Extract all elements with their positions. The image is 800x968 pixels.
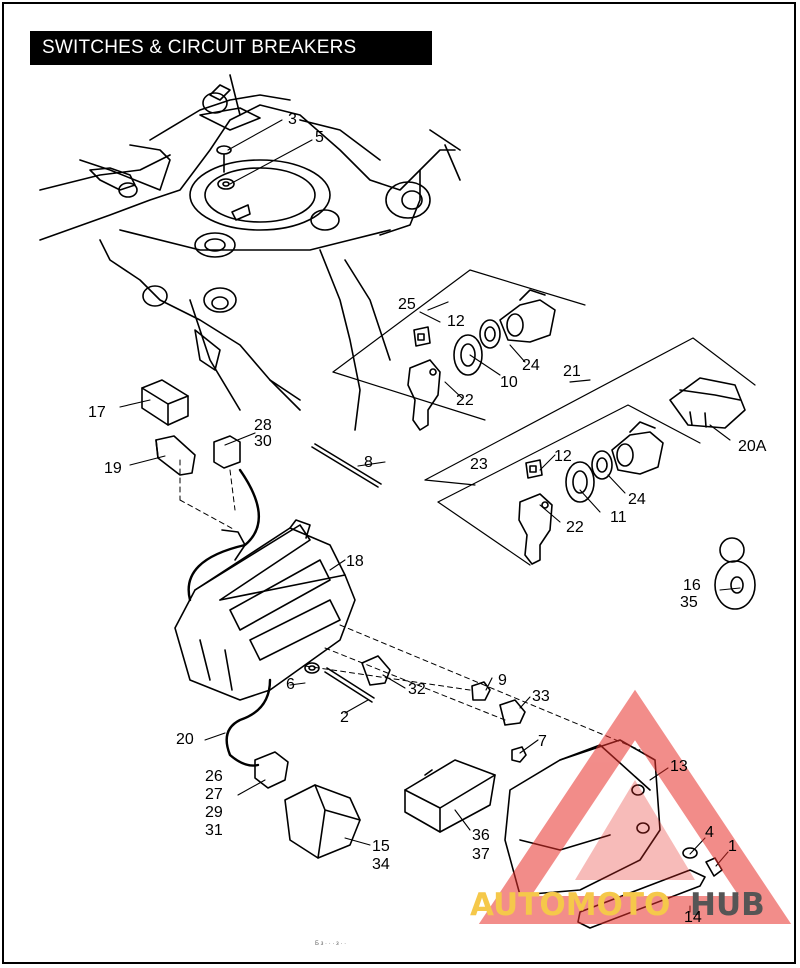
- module-36: [404, 759, 496, 833]
- callout-13: 13: [670, 758, 688, 775]
- callout-14: 14: [684, 909, 702, 926]
- callout-4: 4: [705, 824, 714, 841]
- connector-28: [213, 435, 241, 469]
- callout-34: 34: [372, 856, 390, 873]
- watermark-text-automoto: AUTOMOTO: [470, 887, 670, 923]
- callout-15: 15: [372, 838, 390, 855]
- page-title: SWITCHES & CIRCUIT BREAKERS: [30, 31, 432, 65]
- watermark-logo: [478, 689, 792, 924]
- screw-part-3: [216, 145, 232, 173]
- washer-part-4: [682, 847, 698, 859]
- nut-part-9: [471, 681, 491, 701]
- wire-harness-20-lower: [225, 678, 272, 767]
- alignment-lines: [179, 459, 641, 751]
- switch-assembly-25: [407, 289, 556, 431]
- callout-32: 32: [408, 681, 426, 698]
- wire-harness-20-upper: [187, 468, 260, 602]
- callout-6: 6: [286, 676, 295, 693]
- callout-27: 27: [205, 786, 223, 803]
- callout-22-lower: 22: [566, 519, 584, 536]
- callout-labels: 3 5 25 12 24 10 22 21 20A 17 28 30 19 8 …: [88, 111, 767, 926]
- group-bracket-lines: [332, 269, 756, 566]
- relay-15: [284, 784, 361, 859]
- standoff-33: [499, 699, 526, 726]
- callout-1: 1: [728, 838, 737, 855]
- callout-5: 5: [315, 129, 324, 146]
- callout-33: 33: [532, 688, 550, 705]
- watermark-text-hub: HUB: [690, 887, 765, 923]
- connector-17: [141, 379, 189, 426]
- callout-24-lower: 24: [628, 491, 646, 508]
- callout-7: 7: [538, 733, 547, 750]
- callout-12-upper: 12: [447, 313, 465, 330]
- switch-assembly-23: [518, 421, 664, 565]
- washer-part-6: [304, 662, 320, 674]
- rod-8: [311, 443, 382, 488]
- fitting: [231, 204, 251, 221]
- callout-22-upper: 22: [456, 392, 474, 409]
- callout-24-upper: 24: [522, 357, 540, 374]
- callout-28: 28: [254, 417, 272, 434]
- callout-31: 31: [205, 822, 223, 839]
- callout-11: 11: [610, 509, 627, 526]
- frame-assembly: [39, 74, 461, 431]
- bracket-19: [155, 435, 196, 476]
- callout-21: 21: [563, 363, 581, 380]
- connector-26: [254, 751, 289, 789]
- callout-30: 30: [254, 433, 272, 450]
- callout-17: 17: [88, 404, 106, 421]
- screw-part-2: [324, 667, 375, 703]
- nut-part-7: [511, 746, 527, 763]
- fuse-32: [361, 655, 391, 686]
- callout-23: 23: [470, 456, 488, 473]
- seal-cap-16: [714, 537, 756, 610]
- footer-caption: Б з · · · з · ·: [315, 941, 346, 947]
- callout-37: 37: [472, 846, 490, 863]
- callout-12-lower: 12: [554, 448, 572, 465]
- callout-26: 26: [205, 768, 223, 785]
- callout-2: 2: [340, 709, 349, 726]
- callout-3: 3: [288, 111, 297, 128]
- fuse-block-18: [174, 519, 356, 701]
- callout-16: 16: [683, 577, 701, 594]
- callout-8: 8: [364, 454, 373, 471]
- callout-25: 25: [398, 296, 416, 313]
- callout-20a: 20A: [738, 438, 767, 455]
- callout-36: 36: [472, 827, 490, 844]
- callout-18: 18: [346, 553, 364, 570]
- callout-29: 29: [205, 804, 223, 821]
- circuit-breaker-20a: [669, 377, 746, 429]
- callout-35: 35: [680, 594, 698, 611]
- washer-part-5: [217, 178, 235, 190]
- callout-10: 10: [500, 374, 518, 391]
- callout-19: 19: [104, 460, 122, 477]
- callout-9: 9: [498, 672, 507, 689]
- callout-20: 20: [176, 731, 194, 748]
- watermark-triangle: [478, 689, 792, 924]
